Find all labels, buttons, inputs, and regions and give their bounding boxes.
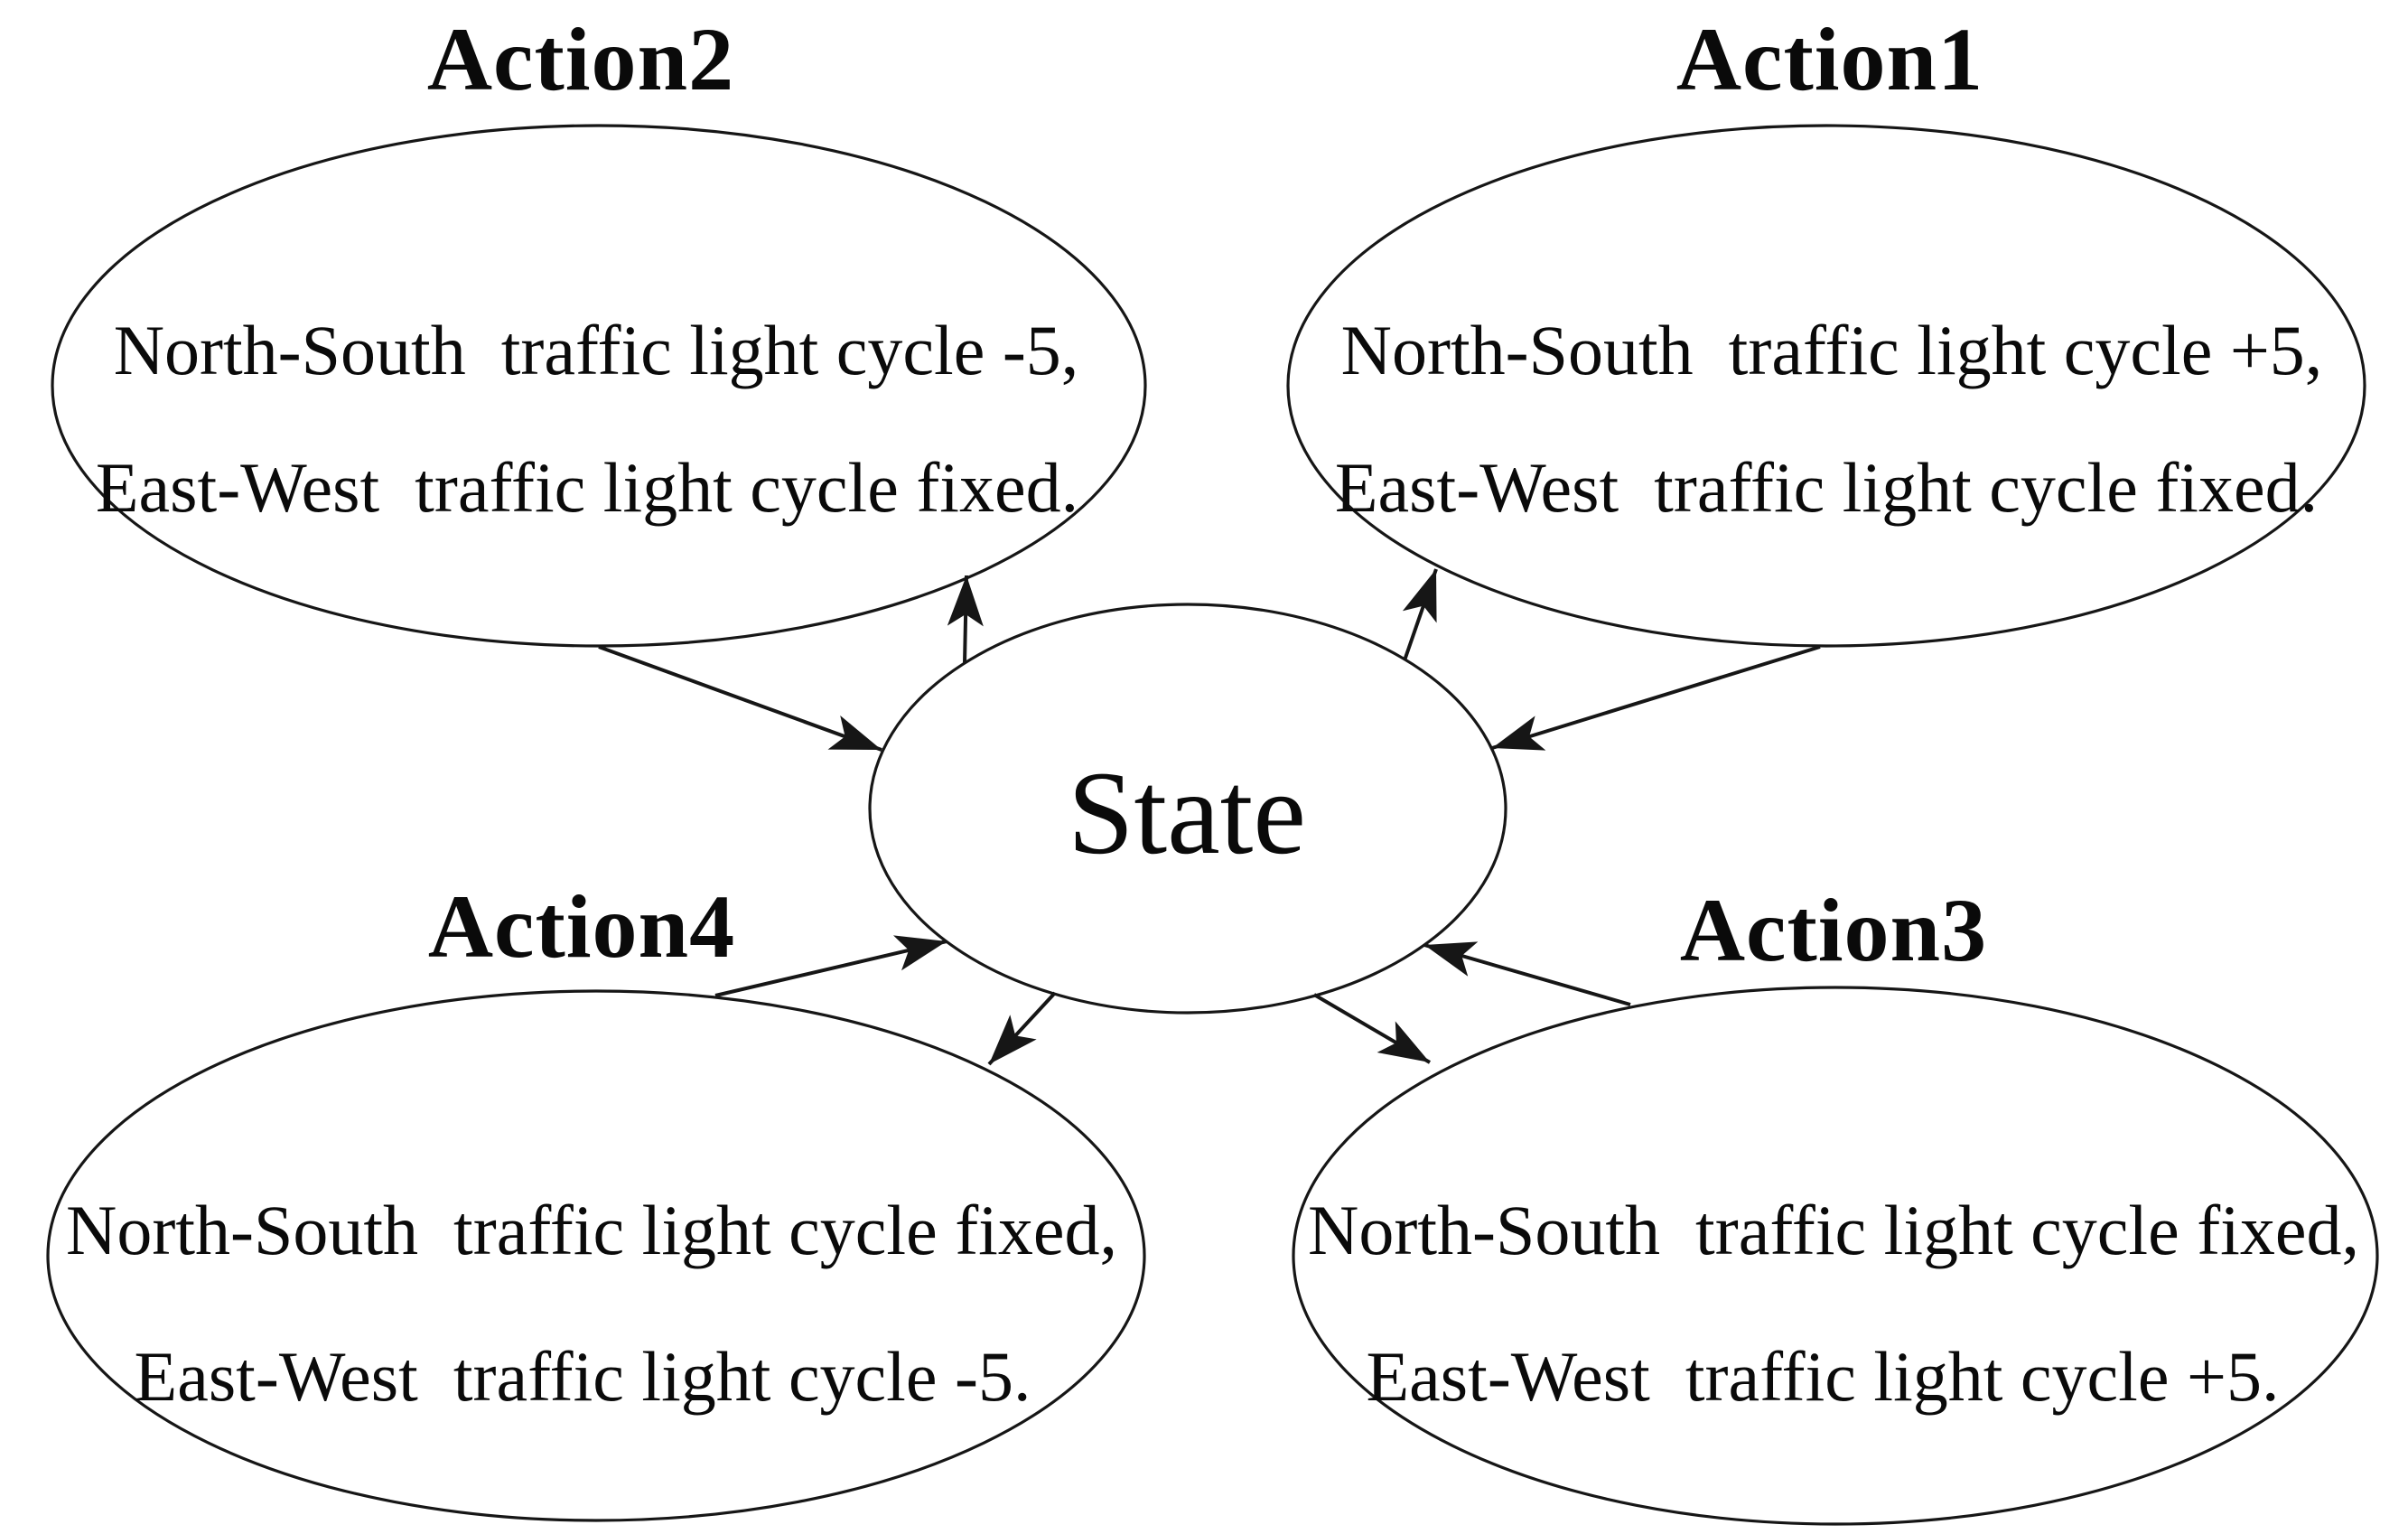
arrow-action1-to-state <box>1491 645 1821 751</box>
state-ellipse <box>868 603 1507 1015</box>
arrow-state-to-action3 <box>1312 993 1432 1064</box>
arrow-state-to-action4 <box>987 991 1057 1066</box>
action4-line1: North-South traffic light cycle fixed, <box>66 1191 1117 1269</box>
action1-line1: North-South traffic light cycle +5, <box>1340 311 2323 389</box>
state-label: State <box>1068 746 1306 879</box>
arrow-action3-to-state <box>1423 941 1631 1006</box>
action4-ellipse <box>46 989 1146 1522</box>
action3-line1: North-South traffic light cycle fixed, <box>1308 1191 2359 1269</box>
action3-title: Action3 <box>1679 880 1988 980</box>
arrow-action2-to-state <box>598 645 882 752</box>
action2-title: Action2 <box>426 9 735 109</box>
arrow-action4-to-state <box>714 935 947 997</box>
arrow-state-to-action1 <box>1402 568 1438 661</box>
action1-title: Action1 <box>1675 9 1984 109</box>
action1-ellipse <box>1286 124 2366 648</box>
action4-title: Action4 <box>427 876 736 977</box>
action2-line1: North-South traffic light cycle -5, <box>113 311 1079 389</box>
action4-line2: East-West traffic light cycle -5. <box>134 1337 1031 1416</box>
action1-line2: East-West traffic light cycle fixed. <box>1334 448 2319 527</box>
action3-line2: East-West traffic light cycle +5. <box>1366 1337 2280 1416</box>
action3-ellipse <box>1292 986 2379 1526</box>
action2-line2: East-West traffic light cycle fixed. <box>95 448 1079 527</box>
arrow-state-to-action2 <box>947 575 984 664</box>
action2-ellipse <box>51 124 1147 648</box>
